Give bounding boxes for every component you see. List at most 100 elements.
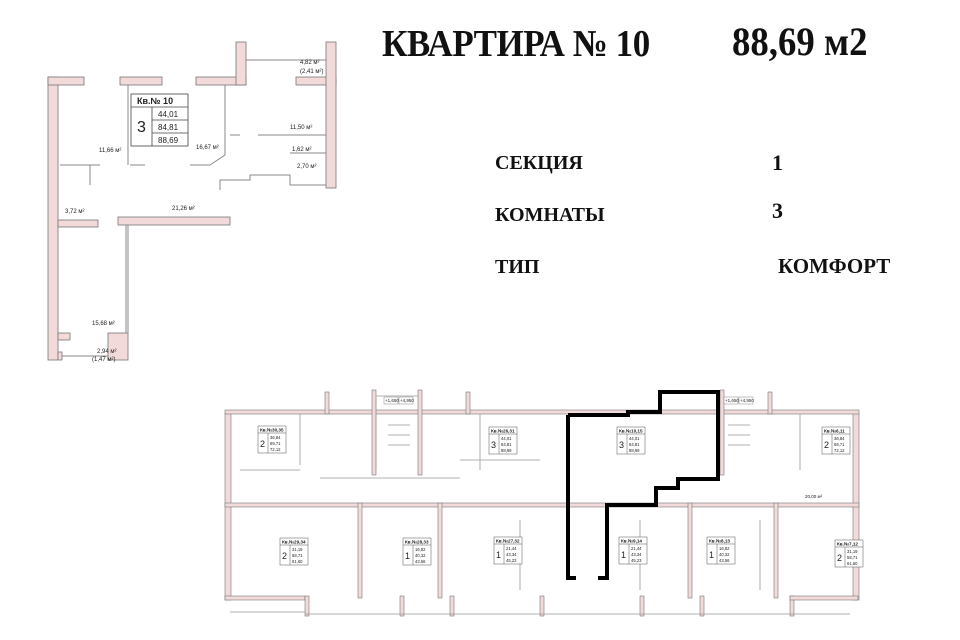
unit-total-area: 43,56 (719, 558, 730, 563)
wall (767, 391, 773, 415)
wall (639, 595, 645, 617)
room-area: 4,82 м² (300, 60, 319, 66)
unit-name: Кв.№7,12 (837, 542, 858, 547)
unit-total-area: 45,23 (506, 558, 517, 563)
unit-rooms: 1 (709, 550, 714, 560)
unit-total-area: 88,69 (629, 448, 640, 453)
unit-rooms: 2 (837, 553, 842, 563)
unit-rooms: 1 (405, 551, 410, 561)
wall (719, 389, 725, 476)
rooms-label: КОМНАТЫ (495, 204, 605, 226)
room-area: 15,68 м² (92, 321, 115, 327)
unit-area: 84,81 (501, 442, 512, 447)
room-area: 11,50 м² (290, 125, 312, 131)
unit-living-area: 16,82 (719, 546, 730, 551)
unit-living-area: 36,84 (270, 435, 281, 440)
unit-area: 40,32 (719, 552, 730, 557)
wall (399, 595, 405, 617)
unit-name: Кв.№9,14 (621, 539, 642, 544)
room-area: 3,72 м² (65, 209, 84, 215)
wall (357, 502, 363, 599)
apartment-box-total-nb: 84,81 (158, 123, 179, 132)
type-label: ТИП (495, 256, 540, 278)
unit-total-area: 61,60 (292, 559, 303, 564)
room-area: 16,67 м² (196, 145, 219, 151)
unit-total-area: 72,12 (834, 448, 845, 453)
unit-living-area: 16,82 (415, 547, 426, 552)
corridor-area: 20,00 м² (805, 494, 823, 499)
apartment-area: 88,69 м2 (732, 19, 868, 64)
unit-living-area: 21,44 (506, 546, 517, 551)
unit-area: 84,81 (629, 442, 640, 447)
unit-living-area: 31,19 (847, 549, 858, 554)
apartment-plan (47, 41, 337, 361)
rooms-value: 3 (772, 198, 783, 223)
floor-plan: Кв.№30,35236,8469,7172,12Кв.№26,31344,01… (224, 389, 864, 617)
unit-name: Кв.№29,34 (282, 540, 306, 545)
wall (773, 502, 779, 599)
wall (371, 389, 377, 476)
unit-living-area: 44,01 (629, 436, 640, 441)
type-value: КОМФОРТ (778, 254, 891, 278)
unit-total-area: 43,56 (415, 559, 426, 564)
room-area: 1,62 м² (292, 147, 311, 153)
unit-living-area: 21,44 (631, 546, 642, 551)
unit-rooms: 3 (619, 440, 624, 450)
wall (687, 502, 693, 599)
unit-total-area: 45,23 (631, 558, 642, 563)
level-mark: +4,950 (740, 398, 754, 403)
level-mark: +1,650 (725, 398, 739, 403)
unit-total-area: 72,12 (270, 447, 281, 452)
unit-name: Кв.№8,13 (709, 539, 730, 544)
room-sub-area: (2,41 м²) (300, 69, 323, 75)
unit-living-area: 36,84 (834, 436, 845, 441)
room-area: 2,70 м² (297, 164, 316, 170)
section-label: СЕКЦИЯ (495, 152, 583, 174)
watermark-logo: ⌂ Домклик (30, 606, 127, 628)
unit-rooms: 1 (496, 550, 501, 560)
apartment-box-name: Кв.№ 10 (137, 96, 173, 106)
unit-area: 58,71 (292, 553, 303, 558)
unit-rooms: 2 (282, 551, 287, 561)
wall (304, 595, 310, 617)
unit-name: Кв.№28,33 (405, 540, 429, 545)
wall (224, 409, 860, 415)
unit-rooms: 2 (260, 439, 265, 449)
unit-rooms: 1 (621, 550, 626, 560)
watermark-text: Домклик (47, 606, 127, 628)
wall (789, 595, 859, 601)
section-value: 1 (772, 150, 783, 175)
unit-rooms: 3 (491, 440, 496, 450)
unit-total-area: 61,60 (847, 561, 858, 566)
room-area: 11,66 м² (99, 148, 121, 154)
unit-area: 69,71 (834, 442, 845, 447)
unit-living-area: 44,01 (501, 436, 512, 441)
unit-name: Кв.№30,35 (260, 428, 284, 433)
level-mark: +4,950 (400, 398, 414, 403)
unit-area: 58,71 (847, 555, 858, 560)
unit-rooms: 2 (824, 440, 829, 450)
wall (417, 389, 423, 476)
wall (437, 502, 443, 599)
wall (224, 595, 306, 601)
wall (465, 391, 471, 415)
apartment-title: КВАРТИРА № 10 (382, 23, 650, 65)
unit-total-area: 88,69 (501, 448, 512, 453)
apartment-box-living: 44,01 (158, 110, 179, 119)
unit-name: Кв.№26,31 (491, 429, 515, 434)
unit-area: 69,71 (270, 441, 281, 446)
wall (449, 595, 455, 617)
room-sub-area: (1,47 м²) (92, 357, 115, 363)
unit-living-area: 31,19 (292, 547, 303, 552)
